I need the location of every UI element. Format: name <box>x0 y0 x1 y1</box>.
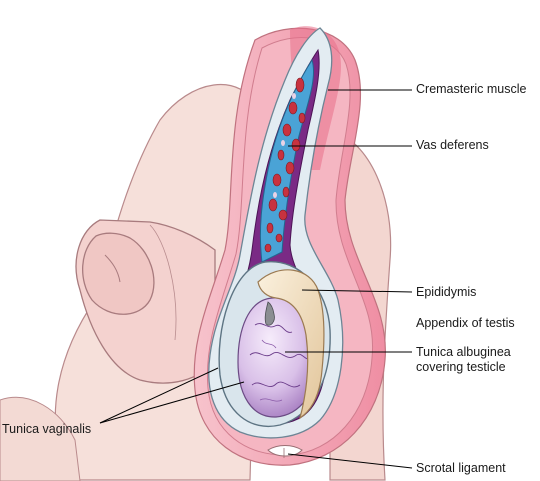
leader-tunica-vaginalis-2 <box>99 381 245 424</box>
label-tunica-albuginea: Tunica albuginea covering testicle <box>416 345 511 375</box>
label-tunica-albuginea-line2: covering testicle <box>416 360 506 374</box>
appendix-of-testis <box>264 301 275 326</box>
label-tunica-vaginalis: Tunica vaginalis <box>2 422 92 436</box>
label-vas-deferens: Vas deferens <box>416 138 489 152</box>
label-scrotal-ligament: Scrotal ligament <box>416 461 506 475</box>
vas-deferens <box>259 58 315 263</box>
scrotal-ligament <box>267 445 303 458</box>
leader-scrotal-ligament <box>287 453 413 469</box>
label-cremasteric-muscle: Cremasteric muscle <box>416 82 527 96</box>
penis <box>75 219 216 384</box>
leader-epididymis <box>301 289 413 293</box>
label-tunica-albuginea-line1: Tunica albuginea <box>416 345 511 359</box>
leader-lines <box>99 89 413 469</box>
label-appendix-of-testis: Appendix of testis <box>416 316 515 330</box>
leader-tunica-vaginalis-1 <box>99 367 219 424</box>
label-epididymis: Epididymis <box>416 285 477 299</box>
